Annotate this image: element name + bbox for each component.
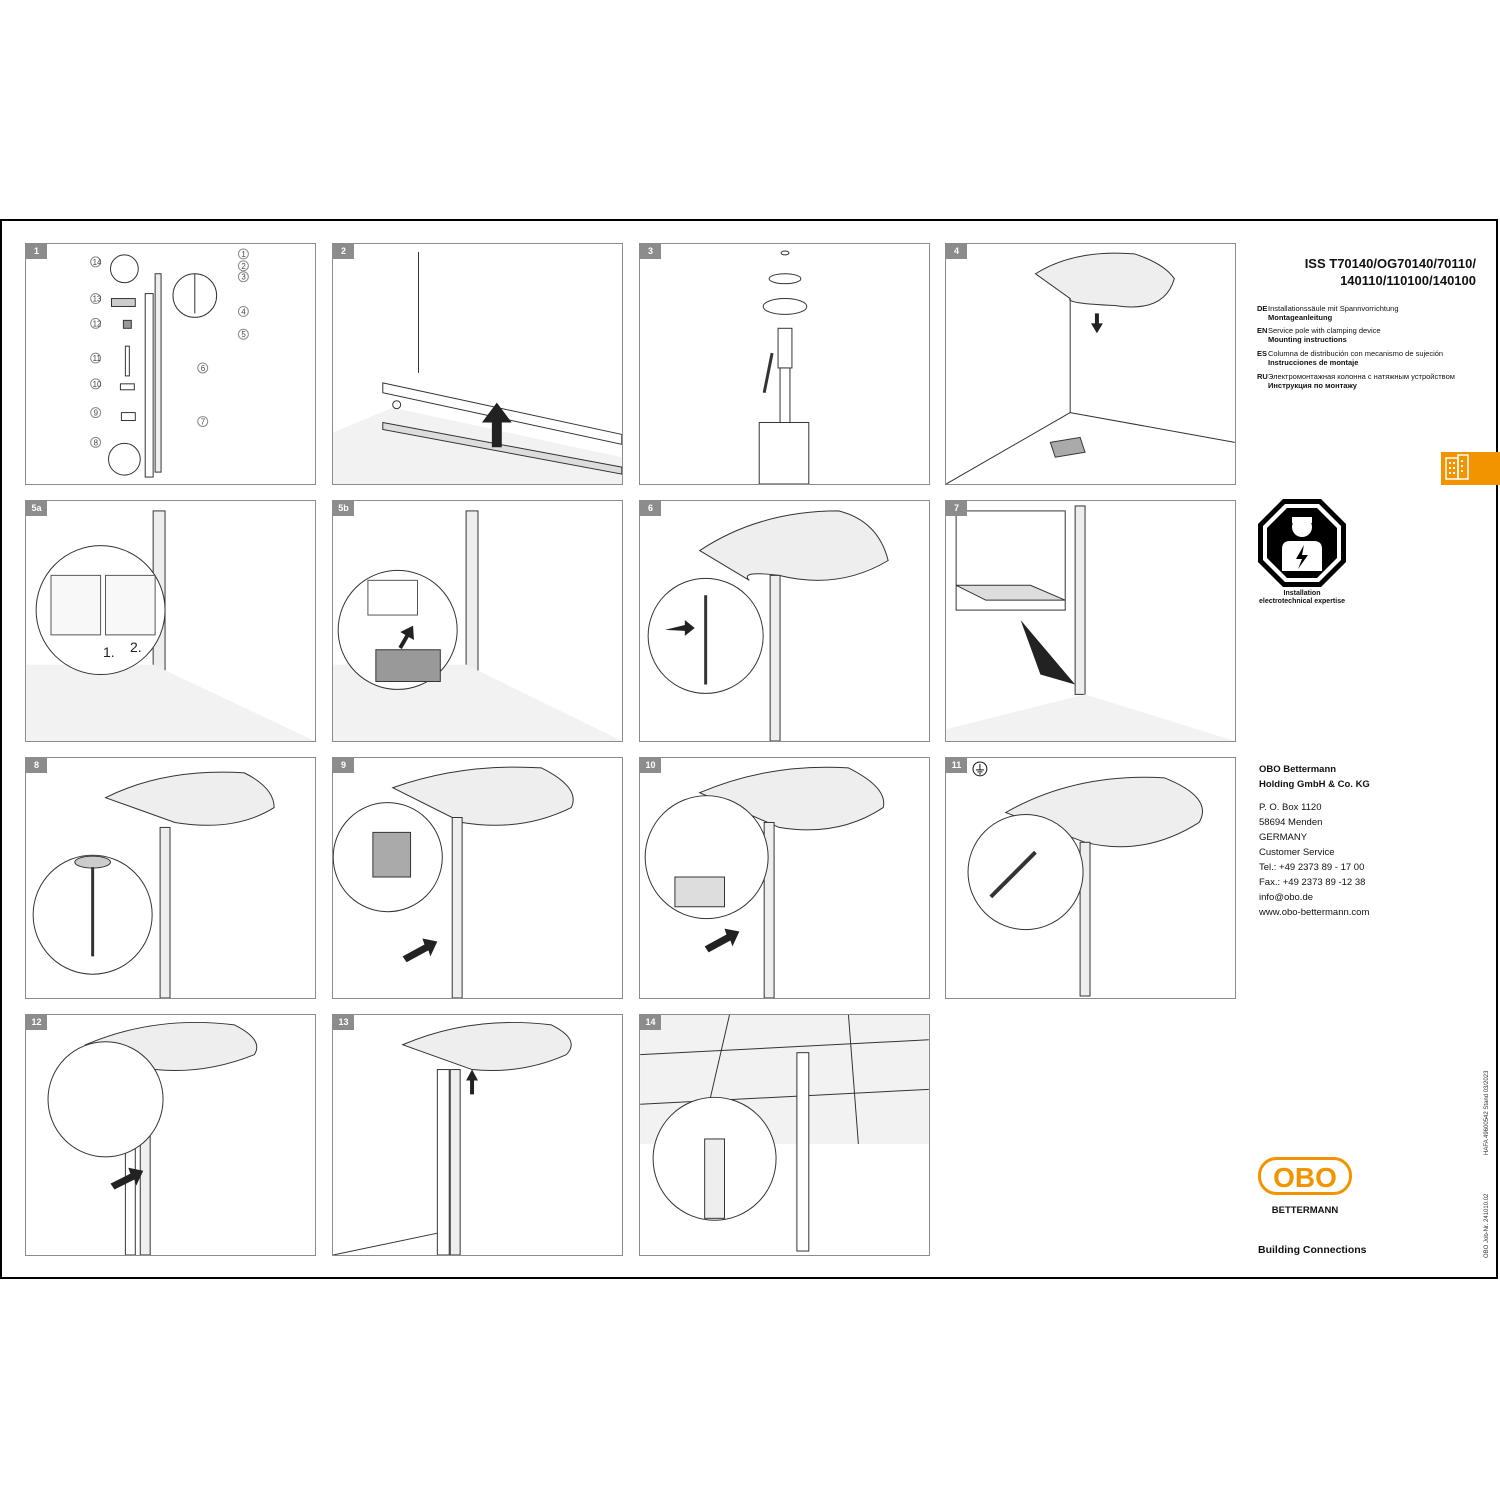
- obo-logo: OBO BETTERMANN: [1258, 1157, 1352, 1216]
- lang-en: EN Service pole with clamping device Mou…: [1257, 326, 1381, 344]
- svg-text:BETTERMANN: BETTERMANN: [1272, 1205, 1339, 1216]
- step-panel-2: 2: [332, 243, 623, 485]
- device-box-insertion-drawing: [333, 766, 574, 998]
- step-panel-8: 8: [25, 757, 316, 999]
- grounding-drawing: [967, 761, 1204, 997]
- svg-text:7: 7: [201, 417, 205, 426]
- step-panel-10: 10: [639, 757, 930, 999]
- step-panel-13: 13: [332, 1014, 623, 1256]
- clamp-tightening-drawing: [32, 771, 275, 998]
- step-panel-3: 3: [639, 243, 930, 485]
- step-panel-5a: 5a 1. 2.: [25, 500, 316, 742]
- step-label: 11: [946, 758, 967, 773]
- svg-text:OBO: OBO: [1273, 1162, 1337, 1193]
- company-address: OBO Bettermann Holding GmbH & Co. KG P. …: [1259, 764, 1370, 918]
- svg-text:2: 2: [241, 262, 245, 271]
- svg-text:11: 11: [93, 354, 102, 363]
- device-mounting-drawing: [644, 766, 885, 998]
- parts-overview-drawing: 14 13 12 11 10 9 8 1 2 3 4 5 6 7: [90, 248, 249, 478]
- callout-numbers: 14 13 12 11 10 9 8 1 2 3 4 5 6 7: [90, 248, 249, 448]
- building-icon: [1441, 452, 1500, 485]
- step-panel-11: 11: [945, 757, 1236, 999]
- step-label: 1: [26, 244, 47, 259]
- document-title: ISS T70140/OG70140/70110/ 140110/110100/…: [1304, 256, 1476, 288]
- svg-text:13: 13: [93, 295, 102, 304]
- svg-text:3: 3: [241, 273, 246, 282]
- step-panel-6: 6: [639, 500, 930, 742]
- svg-text:5: 5: [241, 330, 246, 339]
- step-label: 9: [333, 758, 354, 773]
- step-label: 10: [640, 758, 661, 773]
- substep-label: 1.: [103, 644, 115, 660]
- step-panel-9: 9: [332, 757, 623, 999]
- step-label: 13: [333, 1015, 354, 1030]
- ground-icon: [972, 761, 988, 777]
- step-label: 6: [640, 501, 661, 516]
- email-link[interactable]: info@obo.de: [1259, 892, 1314, 903]
- tagline: Building Connections: [1258, 1244, 1367, 1256]
- substep-label: 2.: [130, 639, 142, 655]
- ceiling-clamp-drawing: [647, 510, 889, 741]
- job-number: OBO Job-Nr. 241010.02: [1484, 1193, 1490, 1258]
- step-label: 5b: [333, 501, 354, 516]
- step-panel-12: 12: [25, 1014, 316, 1256]
- svg-text:12: 12: [93, 319, 102, 328]
- svg-text:14: 14: [93, 258, 102, 267]
- step-label: 5a: [26, 501, 47, 516]
- clamping-device-drawing: [758, 250, 810, 484]
- ceiling-trim-drawing: [640, 1015, 929, 1252]
- electrician-warning-icon: [1258, 499, 1346, 587]
- step-label: 3: [640, 244, 661, 259]
- cover-slide-up-drawing: [333, 1021, 572, 1255]
- pole-base-label-drawing: [333, 510, 622, 741]
- step-label: 7: [946, 501, 967, 516]
- lang-de: DE Installationssäule mit Spannvorrichtu…: [1257, 304, 1399, 322]
- cover-fitting-drawing: [47, 1021, 258, 1255]
- svg-text:10: 10: [93, 380, 102, 389]
- step-panel-7: 7: [945, 500, 1236, 742]
- lang-es: ES Columna de distribución con mecanismo…: [1257, 349, 1444, 367]
- base-plate-fastening-drawing: [946, 505, 1235, 741]
- step-panel-5b: 5b: [332, 500, 623, 742]
- svg-text:6: 6: [201, 364, 206, 373]
- svg-text:4: 4: [241, 307, 246, 316]
- step-label: 14: [640, 1015, 661, 1030]
- svg-text:1: 1: [241, 250, 246, 259]
- ceiling-floor-marking-drawing: [946, 252, 1235, 484]
- step-label: 2: [333, 244, 354, 259]
- warning-caption: Installation electrotechnical expertise: [1259, 590, 1345, 605]
- step-label: 8: [26, 758, 47, 773]
- step-panel-14: 14: [639, 1014, 930, 1256]
- website-link[interactable]: www.obo-bettermann.com: [1259, 907, 1370, 918]
- lang-ru: RU Электромонтажная колонна с натяжным у…: [1257, 372, 1455, 390]
- document-revision: HAFA 49600542 Stand 03/2023: [1484, 1070, 1490, 1155]
- svg-text:8: 8: [94, 438, 99, 447]
- svg-text:9: 9: [94, 409, 99, 418]
- step-panel-1: 1 14 13 12 11 10 9 8 1 2 3 4 5 6 7: [25, 243, 316, 485]
- step-label: 12: [26, 1015, 47, 1030]
- pole-base-assembly-drawing: [26, 510, 315, 741]
- step-panel-4: 4: [945, 243, 1236, 485]
- floor-rail-drawing: [333, 251, 622, 484]
- step-label: 4: [946, 244, 967, 259]
